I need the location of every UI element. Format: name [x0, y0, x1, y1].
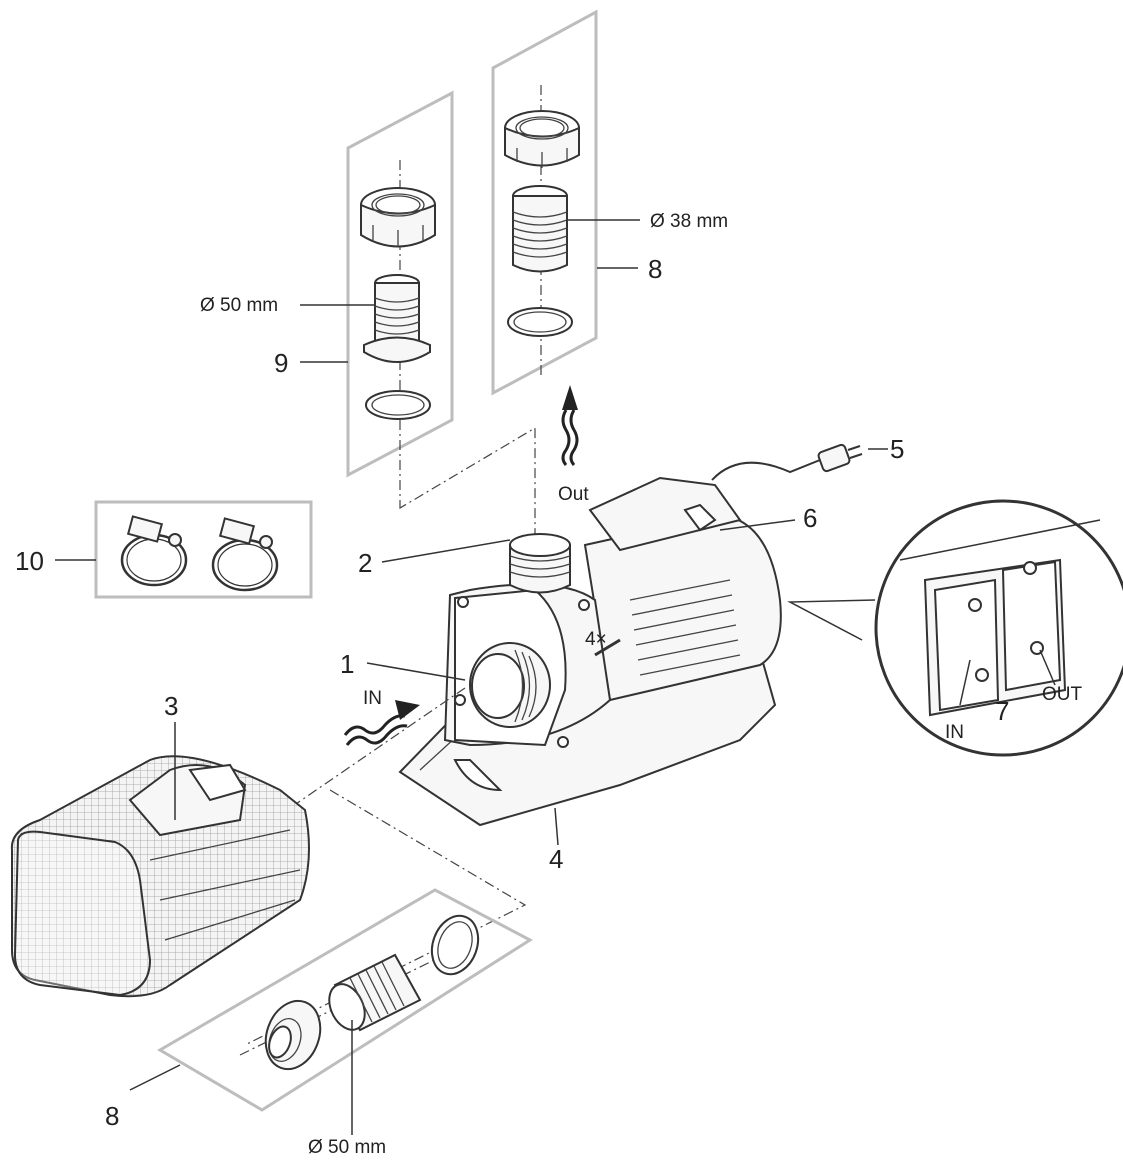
callout-5: 5: [890, 434, 904, 464]
callout-8-bottom: 8: [105, 1101, 119, 1131]
union-nut-top-right: [504, 110, 580, 168]
leader-lines: [55, 219, 1056, 1135]
in-label: IN: [363, 688, 382, 709]
dimension-bottom: Ø 50 mm: [308, 1137, 386, 1158]
callout-9: 9: [274, 348, 288, 378]
power-plug-icon: [817, 443, 863, 473]
detail-out-label: OUT: [1042, 684, 1083, 705]
detail-in-label: IN: [945, 722, 964, 743]
union-nut-bottom: [264, 999, 322, 1071]
o-ring-top-left: [365, 390, 431, 420]
motor-fins: [629, 579, 741, 676]
kit-box-9: [346, 90, 454, 505]
o-ring-bottom: [430, 914, 480, 976]
hose-clamps-box: [94, 500, 313, 599]
callout-4: 4: [549, 844, 563, 874]
filter-basket: [10, 755, 310, 998]
dimension-top-left: Ø 50 mm: [200, 295, 278, 316]
motor-housing: [583, 513, 782, 702]
callout-6: 6: [803, 503, 817, 533]
screws-label: 4×: [585, 629, 607, 650]
out-label: Out: [558, 484, 589, 505]
hose-clamp-left: [120, 515, 188, 587]
pump-body: [398, 443, 863, 827]
power-cord: [711, 459, 821, 481]
kit-box-8-top: [491, 9, 598, 396]
hose-tail-50mm-bottom: [328, 953, 422, 1032]
callout-3: 3: [164, 691, 178, 721]
callout-10: 10: [15, 546, 44, 576]
kit-box-8-bottom: [157, 888, 533, 1112]
hose-tail-38mm: [512, 185, 568, 273]
union-nut-top-left: [360, 187, 436, 248]
flow-in-icon: [343, 700, 420, 746]
dimension-top-right: Ø 38 mm: [650, 211, 728, 232]
callout-2: 2: [358, 548, 372, 578]
flow-out-icon: [561, 385, 579, 466]
hose-clamp-right: [211, 517, 279, 592]
o-ring-top-right: [507, 307, 573, 337]
callout-1: 1: [340, 649, 354, 679]
callout-8-top: 8: [648, 254, 662, 284]
callout-7: 7: [995, 696, 1009, 726]
connector-detail: [787, 499, 1123, 757]
hose-tail-50mm-top: [363, 274, 431, 363]
